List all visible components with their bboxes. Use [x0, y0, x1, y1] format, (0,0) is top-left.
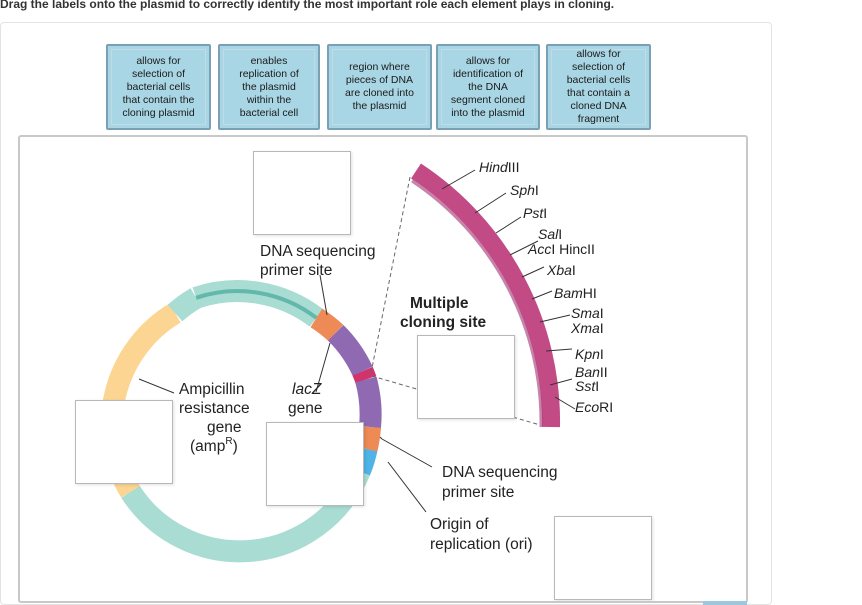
leader-enzyme: [509, 240, 539, 256]
mcs-label-2: cloning site: [400, 314, 487, 331]
leader-ori: [387, 461, 427, 513]
dashed-connector-top: [370, 176, 411, 374]
drop-target-lacz[interactable]: [266, 422, 364, 506]
leader-enzyme: [549, 378, 573, 386]
primer-site-bottom-label-1: DNA sequencing: [442, 464, 557, 481]
enzyme-label-hindiii: HindIII: [479, 159, 519, 175]
plasmid-segment-teal-left: [167, 288, 202, 322]
drop-target-ori[interactable]: [554, 516, 652, 600]
lacz-label-1: lacZ: [292, 381, 322, 398]
label-tile-text: enables replication of the plasmid withi…: [239, 54, 299, 119]
label-tile-primer-role[interactable]: allows for identification of the DNA seg…: [436, 44, 540, 130]
enzyme-label-xmai: XmaI: [570, 320, 604, 336]
leader-enzyme: [441, 169, 476, 190]
enzyme-label-ssti: SstI: [575, 378, 599, 394]
mcs-expanded-bar: [411, 163, 561, 428]
ampicillin-label-4: (ampR): [190, 436, 238, 455]
enzyme-label-bamhi: BamHI: [554, 285, 597, 301]
leader-enzyme: [521, 266, 545, 278]
mcs-label-1: Multiple: [410, 295, 469, 312]
label-tile-mcs-role[interactable]: region where pieces of DNA are cloned in…: [327, 44, 432, 130]
leader-enzyme: [539, 314, 571, 323]
leader-enzyme: [495, 216, 522, 234]
label-tile-lacz-role[interactable]: allows for selection of bacterial cells …: [546, 44, 651, 130]
ori-label-2: replication (ori): [430, 536, 533, 553]
lacz-label-2: gene: [288, 400, 322, 417]
drop-target-ampicillin[interactable]: [75, 400, 173, 484]
label-tile-text: allows for identification of the DNA seg…: [450, 54, 526, 119]
primer-site-bottom-segment: [355, 426, 381, 452]
enzyme-label-xbai: XbaI: [546, 262, 576, 278]
primer-site-top-label-2: primer site: [260, 262, 332, 279]
primer-site-bottom-label-2: primer site: [442, 484, 514, 501]
lacz-segment-1: [327, 324, 373, 377]
leader-enzyme: [531, 290, 553, 300]
leader-primer-bottom: [381, 438, 433, 468]
enzyme-label-sali: SalI: [538, 226, 562, 242]
enzyme-label-psti: PstI: [523, 205, 547, 221]
label-tile-ori-role[interactable]: enables replication of the plasmid withi…: [218, 44, 320, 130]
label-tile-ampicillin-role[interactable]: allows for selection of bacterial cells …: [106, 44, 211, 130]
ampicillin-label-2: resistance: [179, 400, 250, 417]
ring-inner-shade: [195, 289, 318, 320]
enzyme-label-banii: BanII: [575, 364, 608, 380]
primer-site-top-label-1: DNA sequencing: [260, 243, 375, 260]
drop-target-primer-top[interactable]: [253, 151, 351, 235]
label-tile-text: allows for selection of bacterial cells …: [566, 48, 631, 125]
leader-enzyme: [474, 192, 507, 214]
leader-enzyme: [554, 396, 576, 410]
drop-target-mcs[interactable]: [417, 335, 515, 419]
leader-enzyme: [545, 348, 573, 352]
mcs-segment: [352, 366, 377, 384]
label-tile-text: region where pieces of DNA are cloned in…: [345, 61, 414, 112]
primer-site-top-segment: [310, 308, 344, 341]
enzyme-label-smai: SmaI: [571, 305, 604, 321]
lacz-segment-2: [355, 376, 382, 429]
plasmid-segment-teal-bottom: [121, 467, 370, 563]
plasmid-diagram-board: DNA sequencing primer site Multiple clon…: [18, 135, 748, 603]
enzyme-label-sphi: SphI: [510, 182, 539, 198]
enzyme-label-acci-hincii: AccI HincII: [527, 241, 595, 257]
enzyme-label-ecori: EcoRI: [575, 399, 613, 415]
ampicillin-label-3: gene: [207, 419, 241, 436]
mcs-expanded-bar-shade: [411, 179, 543, 428]
leader-ampicillin: [138, 378, 175, 394]
ampicillin-label-1: Ampicillin: [179, 381, 244, 398]
scroll-handle[interactable]: [703, 601, 747, 605]
leader-primer-bottom-end: [379, 436, 383, 440]
ori-label-1: Origin of: [430, 516, 489, 533]
instructions-text: Drag the labels onto the plasmid to corr…: [0, 0, 615, 11]
leader-lacz: [315, 342, 331, 393]
label-tile-text: allows for selection of bacterial cells …: [122, 54, 195, 119]
leader-primer-top: [319, 274, 328, 316]
enzyme-label-kpni: KpnI: [575, 346, 604, 362]
